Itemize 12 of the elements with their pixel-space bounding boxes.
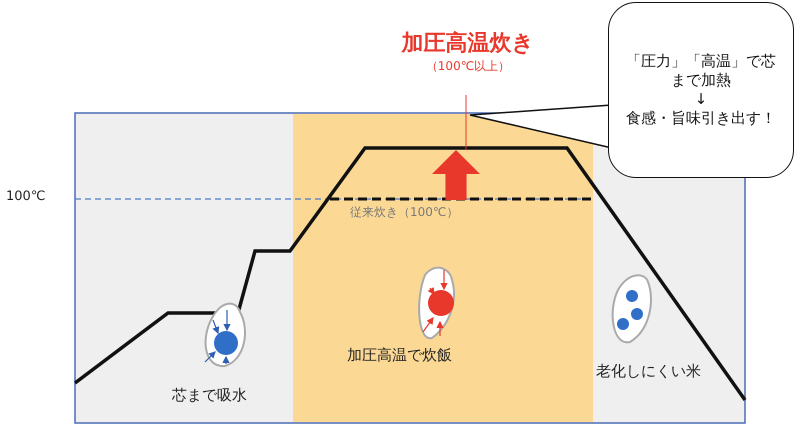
stage-label: 加圧高温で炊飯 [347,346,452,365]
speech-bubble [608,2,794,178]
line-label: 従来炊き（100℃） [350,204,458,221]
axis-label: 100℃ [6,189,46,204]
stage-label: 芯まで吸水 [172,386,247,405]
subheading: （100℃以上） [424,58,512,75]
callout-text: ↓ [694,90,708,109]
stage-label: 老化しにくい米 [596,362,701,381]
up-arrow [432,150,480,200]
callout-text: 「圧力」「高温」で芯まで加熱 [625,52,777,90]
heading: 加圧高温炊き [400,30,536,58]
callout-text: 食感・旨味引き出す！ [626,109,776,128]
